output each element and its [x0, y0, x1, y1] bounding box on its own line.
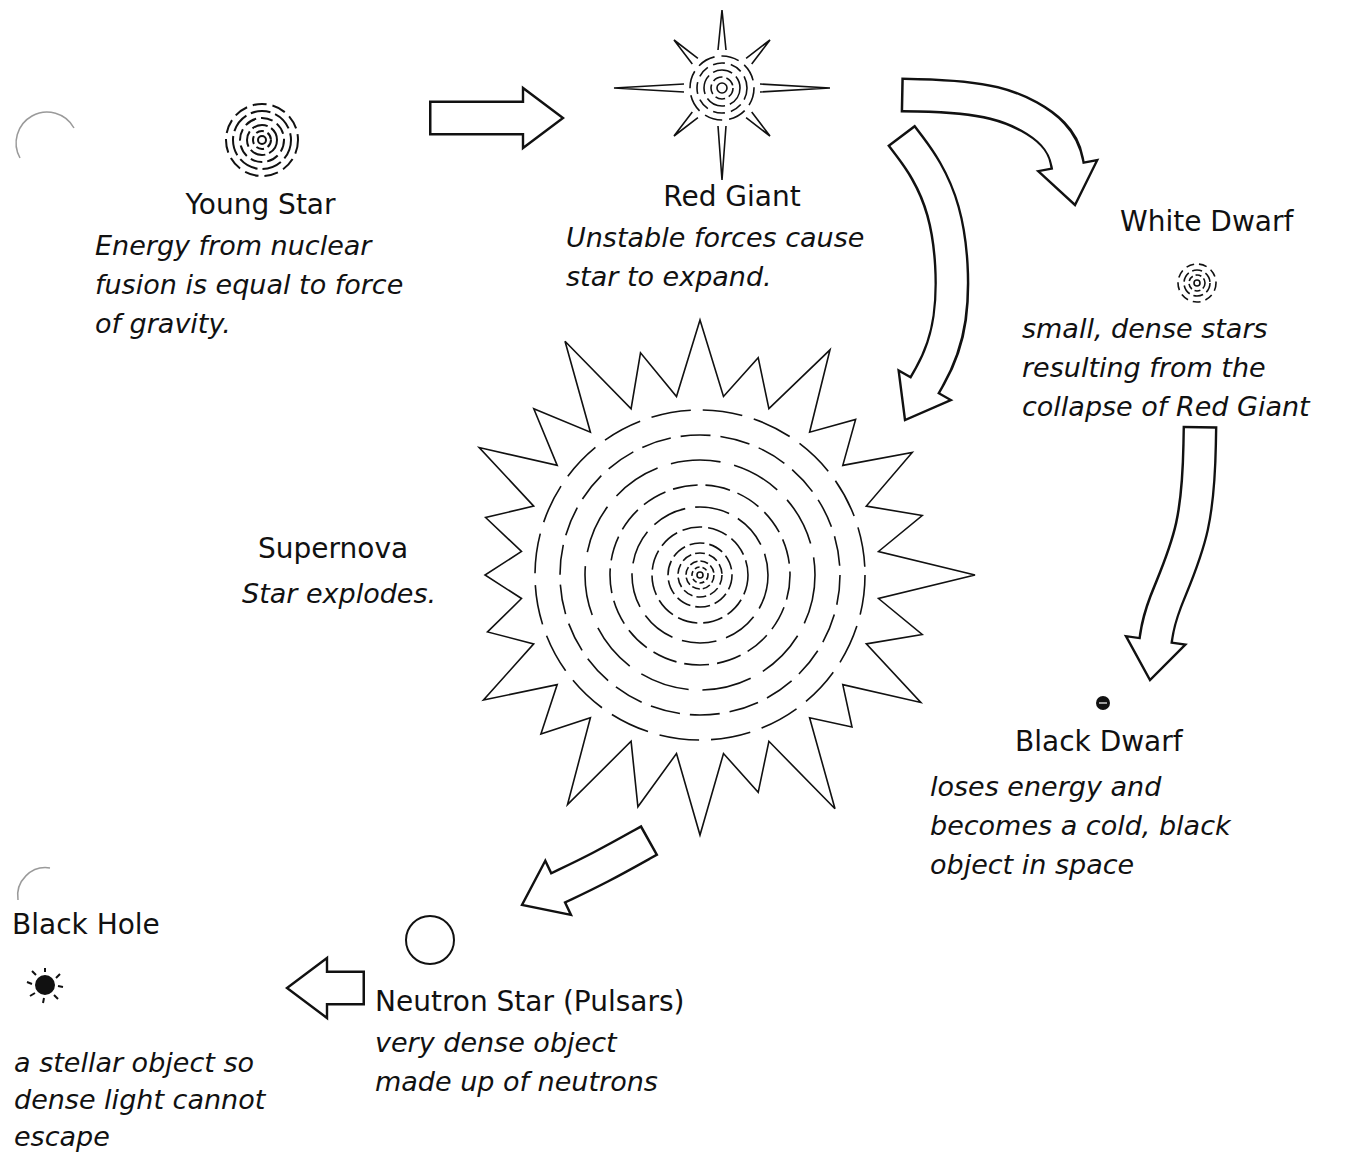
arrow-head: [523, 88, 563, 148]
arrow-head: [287, 958, 327, 1018]
supernova-ring: [692, 567, 708, 583]
young-star-ring: [226, 104, 298, 176]
stage-node: Neutron Star (Pulsars) very dense object …: [365, 905, 687, 1101]
red-giant-ring: [704, 70, 740, 106]
young-star-ring: [233, 111, 291, 169]
black-dwarf-highlight: [1099, 702, 1107, 703]
supernova-ring: [678, 553, 722, 597]
supernova-burst: [479, 320, 975, 835]
red-giant-ring: [717, 83, 727, 93]
stage-name: Black Dwarf: [925, 725, 1262, 759]
block-arrow: [899, 135, 952, 420]
neutron-star-icon: [406, 916, 454, 964]
white-dwarf-ring: [1194, 280, 1200, 286]
supernova-ring: [652, 527, 748, 623]
white-dwarf-ring: [1178, 264, 1216, 302]
star-ray: [760, 84, 830, 92]
black-hole-spikes: [27, 968, 63, 1003]
red-giant-ring: [690, 56, 754, 120]
block-arrow: [287, 958, 365, 1018]
star-ray: [614, 84, 684, 92]
young-star-icon: [226, 104, 298, 176]
arrow-shaft-fill: [432, 103, 528, 133]
white-dwarf-ring: [1189, 275, 1205, 291]
red-giant-ring: [711, 77, 733, 99]
star-ray: [746, 40, 770, 64]
star-ray: [746, 112, 770, 136]
stage-description: very dense object made up of neutrons: [365, 1023, 687, 1101]
stage-description: Unstable forces cause star to expand.: [563, 218, 901, 296]
supernova-ring: [560, 435, 840, 715]
black-hole-core: [36, 976, 54, 994]
stage-name: Supernova: [235, 532, 922, 566]
stage-node: White Dwarf small, dense stars resulting …: [1018, 205, 1355, 426]
stage-description: a stellar object so dense light cannot e…: [10, 1044, 287, 1155]
star-ray: [674, 112, 698, 136]
young-star-ring: [240, 118, 284, 162]
supernova-ring: [585, 460, 815, 690]
black-hole-icon: [27, 968, 63, 1003]
young-star-ring: [258, 136, 266, 144]
stage-node: SupernovaStar explodes.: [235, 420, 922, 840]
black-dwarf-icon: [1096, 696, 1110, 710]
supernova-icon: [479, 320, 975, 835]
arrow-shaft-fill: [1155, 429, 1200, 645]
block-arrow: [429, 88, 563, 148]
stage-name: White Dwarf: [1018, 205, 1355, 239]
stage-node: Black Dwarf loses energy and becomes a co…: [925, 680, 1262, 884]
white-dwarf-ring: [1184, 270, 1210, 296]
white-dwarf-icon: [1178, 264, 1216, 302]
stage-description: loses energy and becomes a cold, black o…: [925, 767, 1262, 884]
star-ray: [674, 40, 698, 64]
stage-node: Red GiantUnstable forces cause star to e…: [563, 10, 901, 296]
young-star-ring: [253, 131, 271, 149]
star-ray: [718, 126, 726, 180]
star-ray: [718, 10, 726, 50]
supernova-ring: [668, 543, 732, 607]
stage-description: Star explodes.: [235, 574, 922, 613]
red-giant-ring: [697, 63, 747, 113]
supernova-ring: [686, 561, 714, 589]
stage-name: Black Hole: [10, 908, 287, 942]
supernova-ring: [610, 485, 790, 665]
stage-name: Neutron Star (Pulsars): [365, 985, 687, 1019]
young-star-ring: [247, 125, 277, 155]
arrow-shaft-fill: [323, 973, 363, 1003]
arrow-shaft-fill: [555, 841, 648, 889]
punch-hole-mark: [16, 112, 74, 158]
arrow-shaft-fill: [903, 137, 952, 389]
supernova-ring: [632, 507, 768, 643]
stage-node: Young StarEnergy from nuclear fusion is …: [92, 98, 429, 343]
block-arrow: [1126, 426, 1200, 680]
stage-description: small, dense stars resulting from the co…: [1018, 309, 1355, 426]
stage-description: Energy from nuclear fusion is equal to f…: [92, 226, 429, 343]
stage-name: Red Giant: [563, 180, 901, 214]
stage-node: Black Hole a stellar object so dense ligh…: [10, 908, 287, 1155]
supernova-ring: [697, 572, 703, 578]
punch-hole-mark: [18, 868, 50, 900]
stage-name: Young Star: [92, 188, 429, 222]
red-giant-icon: [614, 10, 830, 180]
supernova-ring: [535, 410, 865, 740]
block-arrow: [522, 840, 650, 915]
